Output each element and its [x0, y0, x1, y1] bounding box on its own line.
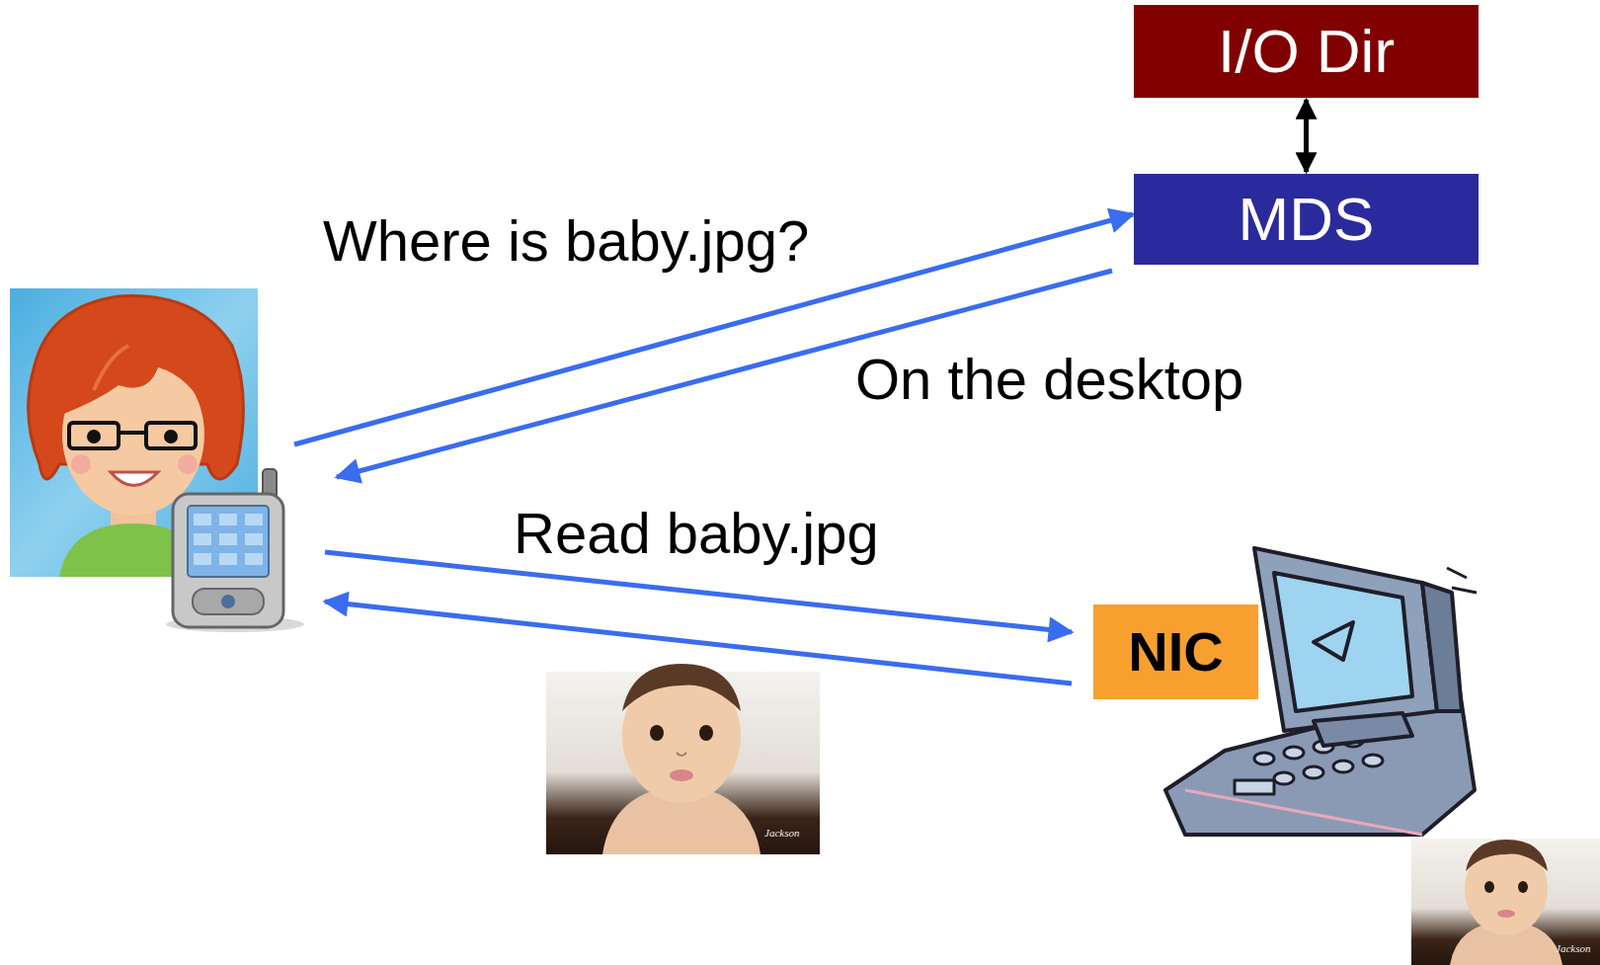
computer-illustration [1274, 772, 1294, 785]
person-avatar [69, 422, 119, 449]
person-avatar [9, 288, 258, 577]
phone-icon [193, 513, 263, 565]
watermark: Jackson [764, 827, 800, 840]
person-avatar [146, 422, 196, 449]
computer-illustration [1303, 766, 1324, 779]
computer-illustration [1313, 622, 1354, 660]
node-label: NIC [1127, 621, 1223, 683]
computer-illustration [1283, 746, 1304, 759]
message-label: Where is baby.jpg? [319, 209, 813, 274]
phone-icon [244, 553, 263, 565]
baby-photo [1518, 880, 1528, 893]
phone-icon [193, 553, 212, 565]
baby-photo [1465, 839, 1548, 872]
computer-illustration [1234, 780, 1275, 795]
baby-photo [1411, 838, 1600, 965]
phone-icon [221, 594, 236, 609]
phone-icon [193, 533, 212, 546]
computer-illustration [1234, 734, 1383, 795]
nic-box: NIC [1093, 604, 1259, 700]
person-avatar [9, 288, 258, 577]
message-label: Read baby.jpg [509, 501, 883, 566]
message-label: On the desktop [851, 347, 1248, 412]
baby-photo [546, 663, 820, 855]
computer-illustration [1422, 582, 1462, 712]
baby-photo [676, 752, 687, 756]
double-arrow [1303, 99, 1309, 172]
computer-illustration [1446, 567, 1477, 593]
phone-icon [219, 513, 238, 526]
computer-illustration [1274, 572, 1413, 712]
node-label: MDS [1238, 185, 1375, 253]
person-avatar [163, 429, 178, 444]
baby-photo [699, 724, 714, 741]
person-avatar [110, 472, 159, 486]
computer-illustration [1313, 713, 1413, 746]
baby-photo [669, 769, 694, 782]
directory-box: I/O Dir [1133, 4, 1479, 98]
baby-photo [622, 663, 741, 712]
person-avatar [61, 330, 210, 415]
baby-photo [1411, 838, 1600, 965]
phone-icon [187, 505, 269, 577]
phone-icon [219, 533, 238, 546]
baby-photo [649, 724, 664, 741]
phone-icon [192, 588, 264, 615]
node-label: I/O Dir [1217, 17, 1395, 85]
person-avatar [177, 454, 198, 475]
person-avatar [71, 454, 91, 475]
phone-icon [193, 513, 212, 526]
server-box: MDS [1133, 173, 1479, 265]
phone-icon [219, 553, 238, 565]
computer-illustration [1254, 548, 1438, 731]
message-arrows [294, 214, 1133, 684]
watermark: Jackson [1555, 943, 1591, 956]
phone-icon [244, 513, 263, 526]
person-avatar [118, 430, 147, 435]
computer-illustration [1185, 790, 1423, 835]
computer-illustration [1333, 760, 1354, 773]
baby-photo [1497, 909, 1516, 918]
person-avatar [93, 345, 129, 391]
phone-icon [244, 533, 263, 546]
phone-icon [165, 469, 305, 633]
computer-illustration [1254, 752, 1275, 765]
computer-illustration [1362, 754, 1383, 767]
baby-photo [1484, 880, 1495, 893]
phone-icon [172, 493, 284, 628]
person-avatar [86, 429, 101, 444]
